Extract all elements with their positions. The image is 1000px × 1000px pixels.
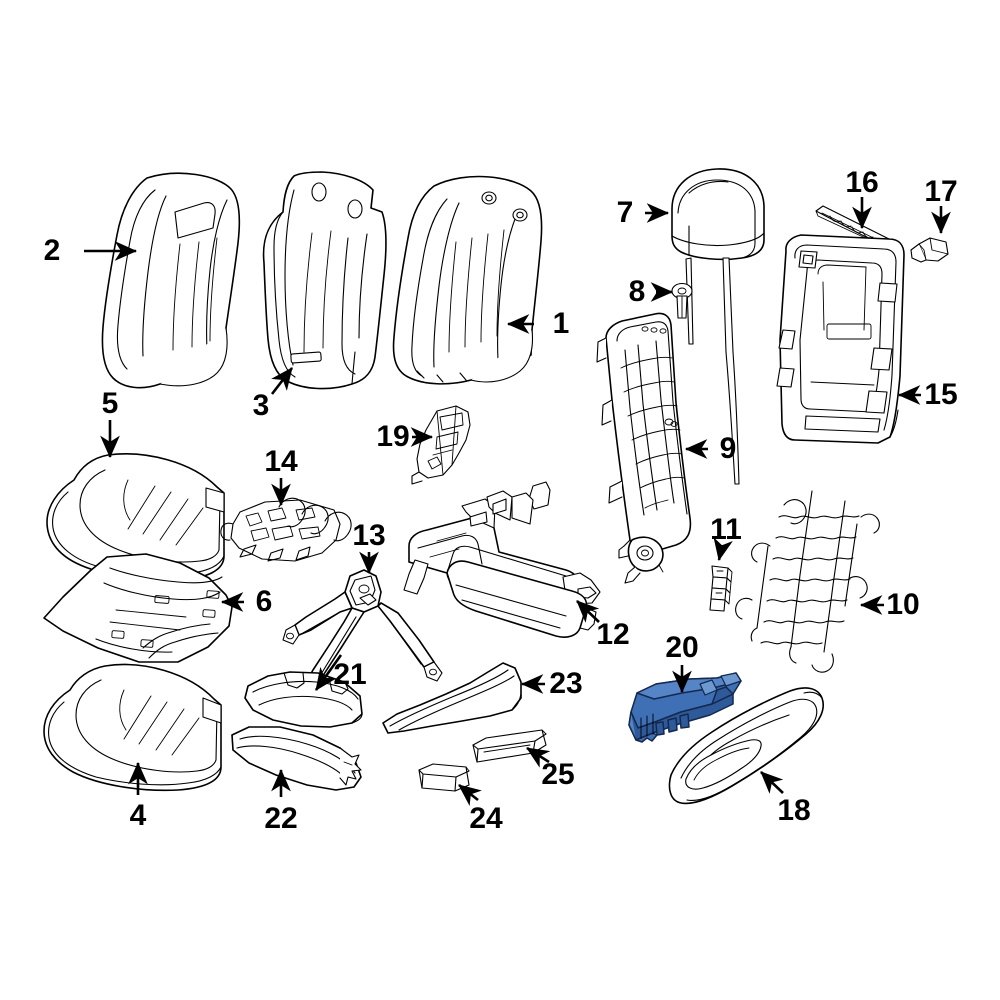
callout-2[interactable]: 2 — [44, 234, 138, 267]
part-10-spring-mat[interactable] — [735, 490, 880, 673]
callout-19-label: 19 — [376, 420, 409, 453]
callout-1-label: 1 — [553, 307, 570, 340]
part-14-cushion-spring-clip-set[interactable] — [220, 497, 352, 562]
callout-22[interactable]: 22 — [264, 768, 298, 835]
part-19-mounting-bracket[interactable] — [411, 405, 471, 485]
callout-7-label: 7 — [617, 196, 634, 229]
callout-25-label: 25 — [541, 758, 574, 791]
callout-10-label: 10 — [886, 588, 919, 621]
callout-16[interactable]: 16 — [845, 166, 879, 230]
part-4-seat-cushion-cover[interactable] — [43, 663, 222, 792]
callout-19[interactable]: 19 — [376, 420, 434, 453]
part-2-seat-back-upholstery[interactable] — [101, 172, 241, 389]
callout-9[interactable]: 9 — [684, 432, 737, 465]
callout-20[interactable]: 20 — [665, 631, 699, 694]
callout-21-label: 21 — [333, 658, 366, 691]
callout-15-label: 15 — [924, 378, 957, 411]
callout-12-label: 12 — [596, 618, 629, 651]
part-25-end-cap-long[interactable] — [472, 729, 547, 763]
part-18-outer-side-trim-panel[interactable] — [668, 687, 824, 805]
callout-17-label: 17 — [924, 175, 957, 208]
callout-8[interactable]: 8 — [629, 275, 674, 308]
callout-2-label: 2 — [44, 234, 61, 267]
callout-3[interactable]: 3 — [253, 367, 294, 422]
callout-18[interactable]: 18 — [760, 771, 811, 827]
callout-4-label: 4 — [130, 799, 147, 832]
callout-6-label: 6 — [256, 585, 273, 618]
callout-21[interactable]: 21 — [314, 654, 367, 691]
callout-15[interactable]: 15 — [897, 378, 958, 411]
callout-12[interactable]: 12 — [576, 600, 630, 651]
callout-10[interactable]: 10 — [859, 588, 920, 621]
part-11-retaining-clip[interactable] — [709, 565, 733, 612]
callout-8-label: 8 — [629, 275, 646, 308]
callout-23-label: 23 — [549, 667, 582, 700]
callout-1[interactable]: 1 — [506, 307, 570, 340]
callout-23[interactable]: 23 — [520, 667, 583, 700]
callout-5-label: 5 — [102, 387, 119, 420]
part-6-seat-cushion-underlay[interactable] — [43, 553, 233, 663]
callout-16-label: 16 — [845, 166, 878, 199]
callout-13[interactable]: 13 — [352, 519, 386, 575]
callout-24-label: 24 — [469, 802, 503, 835]
callout-13-label: 13 — [352, 519, 385, 552]
callout-11[interactable]: 11 — [710, 513, 742, 562]
part-3-seat-back-foam-pad[interactable] — [262, 171, 387, 390]
callout-18-label: 18 — [777, 794, 810, 827]
callout-17[interactable]: 17 — [924, 175, 958, 235]
part-22-side-trim-cover[interactable] — [231, 726, 362, 791]
part-15-seat-back-panel[interactable] — [776, 234, 905, 444]
callout-5[interactable]: 5 — [100, 387, 120, 459]
part-9-seat-back-frame[interactable] — [517, 312, 692, 584]
callout-14-label: 14 — [264, 445, 298, 478]
part-17-fastening-clip[interactable] — [910, 237, 949, 263]
callout-20-label: 20 — [665, 631, 698, 664]
part-5-seat-cushion-upholstery[interactable] — [46, 453, 225, 582]
callout-14[interactable]: 14 — [264, 445, 298, 507]
part-23-rail-trim-cover[interactable] — [382, 662, 522, 734]
part-12-seat-rail-assembly[interactable] — [403, 490, 601, 638]
callout-24[interactable]: 24 — [458, 783, 503, 835]
callout-3-label: 3 — [253, 389, 270, 422]
callout-9-label: 9 — [720, 432, 737, 465]
callout-6[interactable]: 6 — [220, 585, 273, 618]
part-1-seat-back-cover[interactable] — [392, 175, 543, 385]
part-7-head-restraint[interactable] — [671, 168, 765, 485]
callout-7[interactable]: 7 — [617, 196, 670, 229]
callout-22-label: 22 — [264, 802, 297, 835]
callout-11-label: 11 — [710, 513, 742, 546]
callout-25[interactable]: 25 — [526, 746, 575, 791]
callout-4[interactable]: 4 — [128, 761, 148, 832]
